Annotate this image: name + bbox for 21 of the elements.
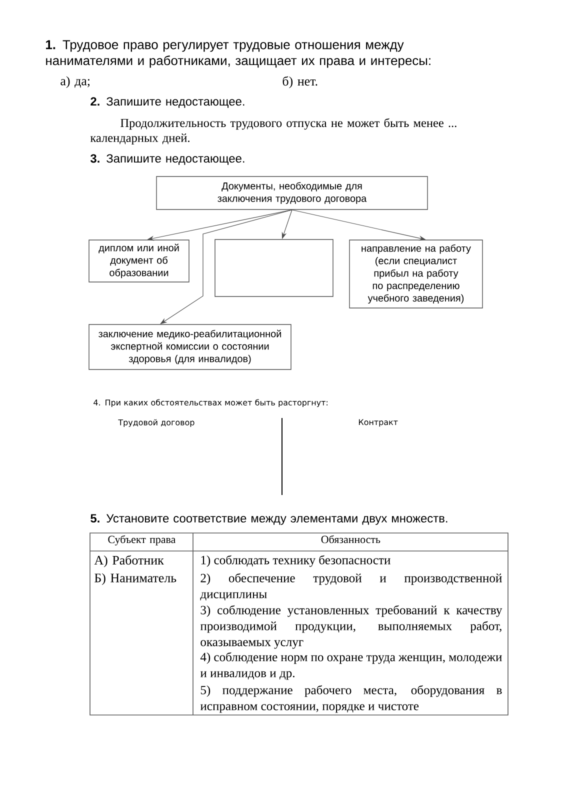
table-cell: 2) обеспечение трудовой и производственной дисциплины	[200, 573, 502, 601]
document-box: направление на работу (если специалист прибыл на работу по распределению учебного заведения)	[349, 240, 483, 308]
task-heading: 3. Запишите недостающее.	[90, 154, 244, 165]
table-cell: 5) поддержание рабочего места, оборудования в исправном состоянии, порядке и чистоте	[200, 685, 502, 713]
document-box: Документы, необходимые для заключения трудового договора	[156, 176, 428, 210]
task-paragraph: Продолжительность трудового отпуска не может быть менее ... календарных дней.	[90, 118, 456, 145]
document-box: заключение медико-реабилитационной экспертной комиссии о состоянии здоровья (для инвалидов)	[88, 324, 292, 370]
table-cell: Б) Наниматель	[94, 573, 176, 585]
table-cell: 3) соблюдение установленных требований к качеству производимой продукции, выполняемых работ, оказываемых услуг	[200, 605, 502, 649]
table-header: Субъект права	[108, 535, 176, 546]
answer-option: а) да;	[60, 76, 90, 88]
table-cell: 1) соблюдать технику безопасности	[201, 555, 390, 567]
table-cell: 4) соблюдение норм по охране труда женщин, молодежи и инвалидов и др.	[200, 652, 502, 680]
empty-box	[214, 239, 334, 297]
task-heading: 5. Установите соответствие между элементами двух множеств.	[90, 514, 448, 525]
task-heading: 2. Запишите недостающее.	[90, 97, 244, 108]
answer-option: б) нет.	[282, 76, 318, 88]
table-header: Обязанность	[321, 535, 380, 544]
document-box: диплом или иной документ об образовании	[88, 240, 190, 282]
table-cell: А) Работник	[94, 555, 164, 568]
question-text: 1. Трудовое право регулирует трудовые отношения между нанимателями и работниками, защищает их права и интересы:	[46, 40, 430, 68]
